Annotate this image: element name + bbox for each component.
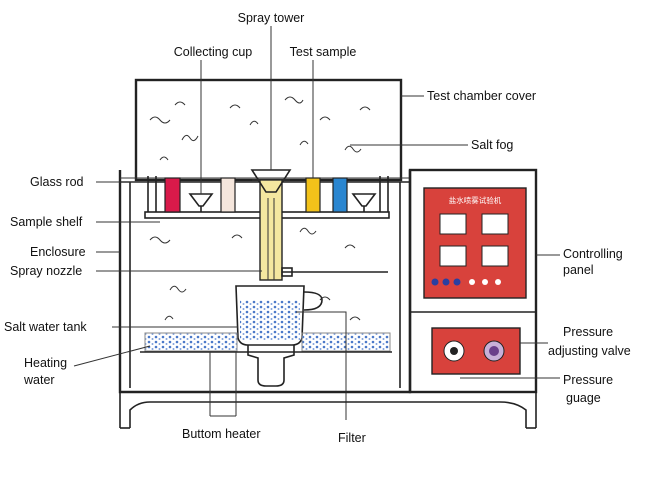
label-pressure-valve-line1: Pressure [563,325,613,339]
leader-lines [73,26,560,417]
controlling-panel [423,187,527,299]
test-sample-blue [332,177,348,213]
panel-display-3 [439,245,467,267]
pressure-panel [431,327,521,375]
panel-display-1 [439,213,467,235]
label-spray-nozzle: Spray nozzle [10,264,82,278]
test-sample-yellow [305,177,321,213]
label-salt-water-tank: Salt water tank [4,320,87,334]
collecting-cup-left [188,193,214,207]
label-glass-rod: Glass rod [30,175,84,189]
label-test-sample: Test sample [290,45,357,59]
spray-nozzle [281,267,293,277]
label-controlling-panel-line1: Controlling [563,247,623,261]
test-chamber-cover [134,78,403,182]
label-test-chamber-cover: Test chamber cover [427,89,536,103]
panel-title: 盐水喷雾试验机 [449,195,502,205]
panel-display-2 [481,213,509,235]
label-collecting-cup: Collecting cup [174,45,253,59]
panel-button-1[interactable] [431,278,439,286]
salt-fog-squiggles [149,96,371,161]
label-pressure-valve-line2: adjusting valve [548,344,631,358]
spray-tower-cap [250,169,292,193]
label-controlling-panel-line2: panel [563,263,594,277]
label-spray-tower: Spray tower [238,11,305,25]
label-sample-shelf: Sample shelf [10,215,83,229]
label-filter: Filter [338,431,366,445]
panel-display-4 [481,245,509,267]
filter-line [296,311,347,420]
heating-water-left [144,332,238,352]
collecting-cup-right [351,193,377,207]
label-bottom-heater: Buttom heater [182,427,261,441]
salt-water-tank [235,285,305,346]
label-pressure-guage-line2: guage [566,391,601,405]
label-salt-fog: Salt fog [471,138,513,152]
label-enclosure: Enclosure [30,245,86,259]
chamber-fog [149,227,361,321]
label-heating-water-line1: Heating [24,356,67,370]
panel-switch-2[interactable] [482,279,488,285]
panel-switch-3[interactable] [495,279,501,285]
test-sample-pale [220,177,236,213]
panel-switch-1[interactable] [469,279,475,285]
spray-tower [259,179,283,281]
machine-stand [129,401,527,428]
panel-button-3[interactable] [453,278,461,286]
panel-button-2[interactable] [442,278,450,286]
label-heating-water-line2: water [23,373,55,387]
control-cabinet [408,168,538,394]
test-sample-red [164,177,181,213]
label-pressure-guage-line1: Pressure [563,373,613,387]
